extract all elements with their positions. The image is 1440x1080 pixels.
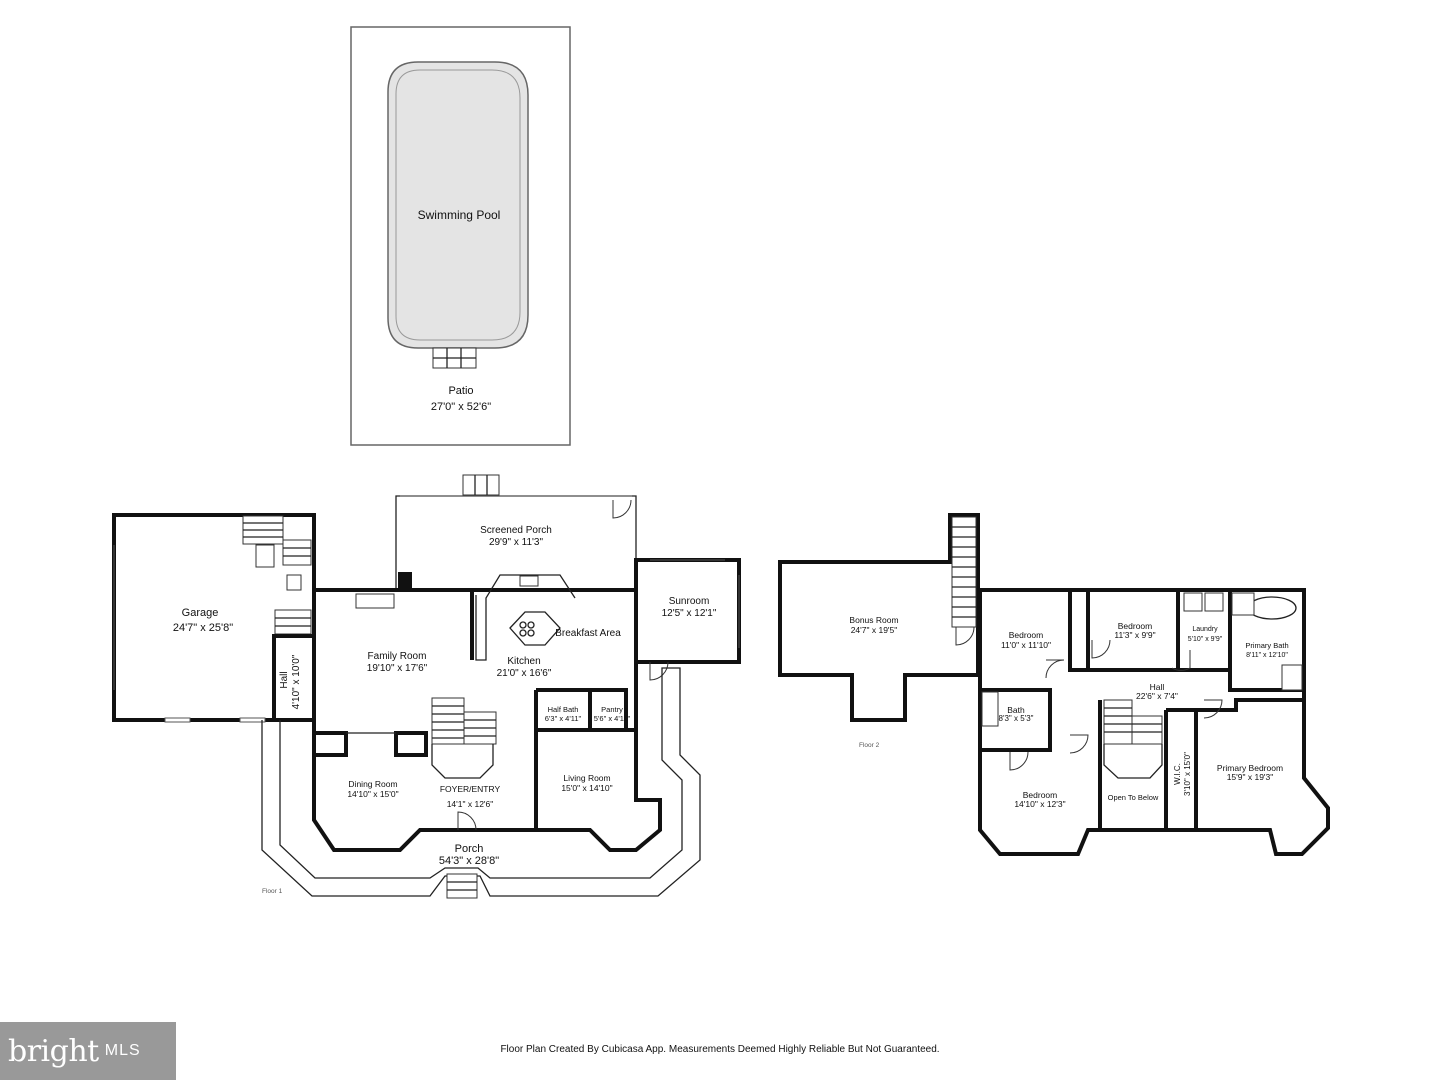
porch-label: Porch xyxy=(455,843,484,855)
screened-porch-door xyxy=(612,499,632,519)
kitchen-label: Kitchen xyxy=(507,656,540,667)
floor-2-stairs xyxy=(1103,699,1163,779)
hall-label: Hall xyxy=(279,671,290,688)
floor-2-outer-walls xyxy=(978,588,1330,856)
bath-label: Bath xyxy=(1007,705,1025,715)
primary-bath-tub xyxy=(1247,596,1297,620)
pantry-label: Pantry xyxy=(601,705,623,714)
fireplace xyxy=(398,572,412,592)
garage-dimensions: 24'7" x 25'8" xyxy=(173,622,233,634)
porch-dimensions: 54'3" x 28'8" xyxy=(439,855,499,867)
foyer-dimensions: 14'1" x 12'6" xyxy=(447,799,494,809)
floor-2-plan: Bonus Room 24'7" x 19'5" Floor 2 xyxy=(778,513,1330,856)
screened-porch-dimensions: 29'9" x 11'3" xyxy=(489,537,544,548)
foyer-stairs xyxy=(431,697,497,779)
screened-porch-steps xyxy=(462,474,500,496)
wic-label: W.I.C. xyxy=(1173,763,1182,785)
primary-bedroom-label: Primary Bedroom xyxy=(1217,763,1283,773)
porch-steps xyxy=(446,873,478,899)
bath-tub xyxy=(981,691,999,727)
bedroom-a-dimensions: 11'0" x 11'10" xyxy=(1001,640,1051,650)
bonus-room-label: Bonus Room xyxy=(849,615,898,625)
bedroom-b-dimensions: 11'3" x 9'9" xyxy=(1114,630,1155,640)
primary-bath-dimensions: 8'11" x 12'10" xyxy=(1246,652,1288,659)
sunroom-door xyxy=(649,661,669,681)
dining-room-label: Dining Room xyxy=(348,779,397,789)
pool-outline xyxy=(387,61,529,349)
patio-dimensions: 27'0" x 52'6" xyxy=(431,401,491,413)
dryer xyxy=(1204,592,1224,612)
hall-dimensions: 4'10" x 10'0" xyxy=(291,654,302,709)
floor-1-label: Floor 1 xyxy=(262,888,283,895)
wic-dimensions: 3'10" x 15'0" xyxy=(1183,752,1192,796)
floor-2-label: Floor 2 xyxy=(859,742,880,749)
pool-steps xyxy=(432,347,477,369)
porch-outline xyxy=(261,667,701,897)
floor-1-plan: Garage 24'7" x 25'8" Hall 4'10" x 10'0" … xyxy=(112,474,741,899)
family-room-dimensions: 19'10" x 17'6" xyxy=(367,663,428,674)
kitchen-island xyxy=(509,611,561,646)
sunroom-dimensions: 12'5" x 12'1" xyxy=(662,608,717,619)
garage-label: Garage xyxy=(182,607,219,619)
family-room-label: Family Room xyxy=(368,651,427,662)
bedroom-c-label: Bedroom xyxy=(1023,790,1058,800)
living-room-dimensions: 15'0" x 14'10" xyxy=(561,783,612,793)
kitchen-counters xyxy=(475,574,576,661)
garage-stairs xyxy=(242,515,312,635)
primary-bedroom-dimensions: 15'9" x 19'3" xyxy=(1227,772,1274,782)
bedroom-a-label: Bedroom xyxy=(1009,630,1044,640)
kitchen-sink xyxy=(519,575,539,587)
primary-bath-label: Primary Bath xyxy=(1245,641,1288,650)
foyer-label: FOYER/ENTRY xyxy=(440,784,501,794)
bonus-room-walls xyxy=(778,513,980,722)
dining-room-dimensions: 14'10" x 15'0" xyxy=(347,789,398,799)
bedroom-b-label: Bedroom xyxy=(1118,621,1153,631)
laundry-label: Laundry xyxy=(1192,626,1218,633)
bonus-room-dimensions: 24'7" x 19'5" xyxy=(851,625,898,635)
breakfast-area-label: Breakfast Area xyxy=(555,628,621,639)
patio-label: Patio xyxy=(448,385,473,397)
laundry-dimensions: 5'10" x 9'9" xyxy=(1188,636,1223,643)
screened-porch-label: Screened Porch xyxy=(480,525,552,536)
bedroom-c-dimensions: 14'10" x 12'3" xyxy=(1014,799,1065,809)
hall-2-dimensions: 22'6" x 7'4" xyxy=(1136,691,1178,701)
bright-logo-mls: MLS xyxy=(104,1042,141,1059)
pool-label: Swimming Pool xyxy=(418,208,501,222)
kitchen-dimensions: 21'0" x 16'6" xyxy=(497,668,552,679)
disclaimer-text: Floor Plan Created By Cubicasa App. Meas… xyxy=(500,1044,940,1055)
washer xyxy=(1183,592,1203,612)
bright-logo-word: bright xyxy=(8,1033,99,1069)
bright-mls-logo: bright MLS xyxy=(0,1022,176,1080)
open-to-below-label: Open To Below xyxy=(1108,793,1159,802)
primary-bath-shower xyxy=(1231,592,1255,616)
half-bath-dimensions: 6'3" x 4'11" xyxy=(545,714,582,723)
patio-area: Swimming Pool Patio 27'0" x 52'6" xyxy=(350,26,571,446)
hall-2-label: Hall xyxy=(1150,682,1165,692)
living-room-label: Living Room xyxy=(563,773,610,783)
main-house-east-walls xyxy=(314,588,662,852)
fireplace-hearth xyxy=(355,593,395,609)
pool-inner-edge xyxy=(395,69,521,341)
front-door xyxy=(457,811,477,831)
bonus-room-stairs xyxy=(951,516,977,628)
half-bath-label: Half Bath xyxy=(548,705,579,714)
pantry-dimensions: 5'6" x 4'11" xyxy=(594,714,631,723)
bath-dimensions: 8'3" x 5'3" xyxy=(999,714,1034,723)
sunroom-label: Sunroom xyxy=(669,596,710,607)
main-house-west-walls xyxy=(312,590,536,852)
